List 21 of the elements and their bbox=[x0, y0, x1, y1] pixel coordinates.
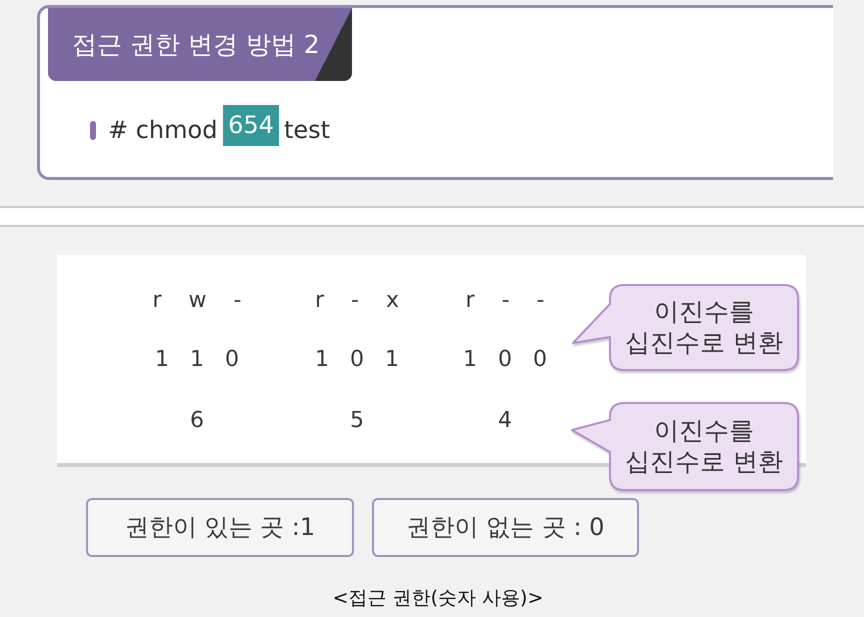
highlight-box: 654 bbox=[223, 105, 279, 146]
decimal-digit: 4 bbox=[498, 407, 512, 435]
caption: <접근 권한(숫자 사용)> bbox=[332, 586, 544, 610]
command-text: # chmod bbox=[108, 115, 218, 146]
binary-digits: 1 1 0 bbox=[155, 346, 239, 374]
binary-digits: 1 0 1 bbox=[315, 346, 399, 374]
permission-text: r w - bbox=[152, 287, 242, 315]
permission-text: r - - bbox=[466, 287, 544, 315]
speech-bubble bbox=[570, 400, 802, 494]
speech-bubble bbox=[570, 282, 802, 374]
bubble-text: 이진수를 십진수로 변환 bbox=[624, 415, 784, 478]
permission-text: r - x bbox=[315, 287, 399, 315]
note-box: 권한이 있는 곳 :1 bbox=[86, 498, 354, 557]
heading-tab: 접근 권한 변경 방법 2 bbox=[48, 8, 352, 81]
note-box: 권한이 없는 곳 : 0 bbox=[372, 498, 639, 557]
command-text: test bbox=[284, 115, 330, 146]
bubble-text: 이진수를 십진수로 변환 bbox=[624, 296, 784, 358]
decimal-digit: 6 bbox=[190, 407, 204, 435]
info-box bbox=[37, 5, 833, 180]
decimal-digit: 5 bbox=[350, 407, 364, 435]
binary-digits: 1 0 0 bbox=[463, 346, 547, 374]
